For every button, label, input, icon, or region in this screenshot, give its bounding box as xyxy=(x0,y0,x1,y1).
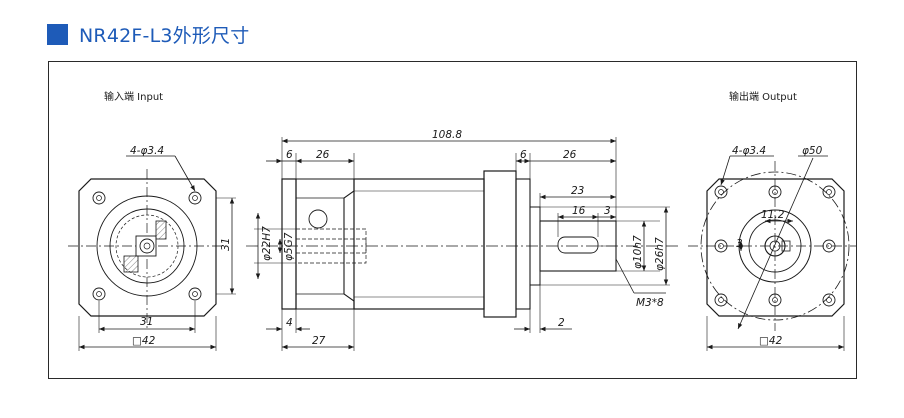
output-view: 输出端 Output xyxy=(688,90,856,351)
output-flange-outline xyxy=(706,178,845,317)
left-flange-dim: 6 xyxy=(286,149,293,161)
input-holes-dim: 4-φ3.4 xyxy=(130,145,164,157)
technical-drawing: 输入端 Input xyxy=(68,90,856,351)
input-width-dim: 31 xyxy=(140,316,153,328)
output-flange xyxy=(483,170,517,318)
header-marker-icon xyxy=(47,23,68,45)
left-body-dim: 26 xyxy=(316,149,330,161)
output-key-small-dim: 3 xyxy=(736,238,743,250)
total-length-dim: 108.8 xyxy=(432,129,462,141)
output-key-width-dim: 11.2 xyxy=(761,209,785,221)
input-flange-outline xyxy=(78,178,217,317)
shaft-key xyxy=(557,236,599,254)
output-square-dim: □42 xyxy=(759,335,783,347)
shaft-dia-dim: φ10h7 xyxy=(632,235,644,269)
section-title: NR42F-L3外形尺寸 xyxy=(79,24,250,47)
key-offset-dim: 3 xyxy=(604,205,611,217)
output-pcd-dim: φ50 xyxy=(802,145,823,157)
gearbox-body xyxy=(353,178,485,310)
bottom-2-dim: 2 xyxy=(558,317,565,329)
right-body-dim: 26 xyxy=(563,149,577,161)
input-corner-holes xyxy=(92,191,202,301)
input-housing xyxy=(295,178,355,310)
right-flange-dim: 6 xyxy=(520,149,527,161)
output-label: 输出端 Output xyxy=(729,90,797,103)
input-square-dim: □42 xyxy=(132,335,156,347)
output-holes-dim: 4-φ3.4 xyxy=(732,145,766,157)
bottom-27-dim: 27 xyxy=(312,335,326,347)
output-corner-holes xyxy=(714,185,836,307)
section-header: NR42F-L3外形尺寸 xyxy=(47,20,249,48)
shaft-length-dim: 23 xyxy=(571,185,584,197)
input-view: 输入端 Input xyxy=(68,90,236,351)
input-height-dim: 31 xyxy=(220,238,232,251)
key-length-dim: 16 xyxy=(572,205,586,217)
side-view: 108.8 6 26 6 26 23 16 xyxy=(246,129,678,351)
input-label: 输入端 Input xyxy=(104,90,163,103)
bottom-4-dim: 4 xyxy=(286,317,293,329)
bore-inner-dim-label: φ5G7 xyxy=(283,232,295,261)
output-pcd-holes xyxy=(714,185,836,307)
bore-outer-dim: φ22H7 xyxy=(261,226,273,261)
thread-dim: M3*8 xyxy=(636,297,664,309)
drawing-frame xyxy=(48,61,857,379)
pilot-dia-dim: φ26h7 xyxy=(654,237,666,271)
